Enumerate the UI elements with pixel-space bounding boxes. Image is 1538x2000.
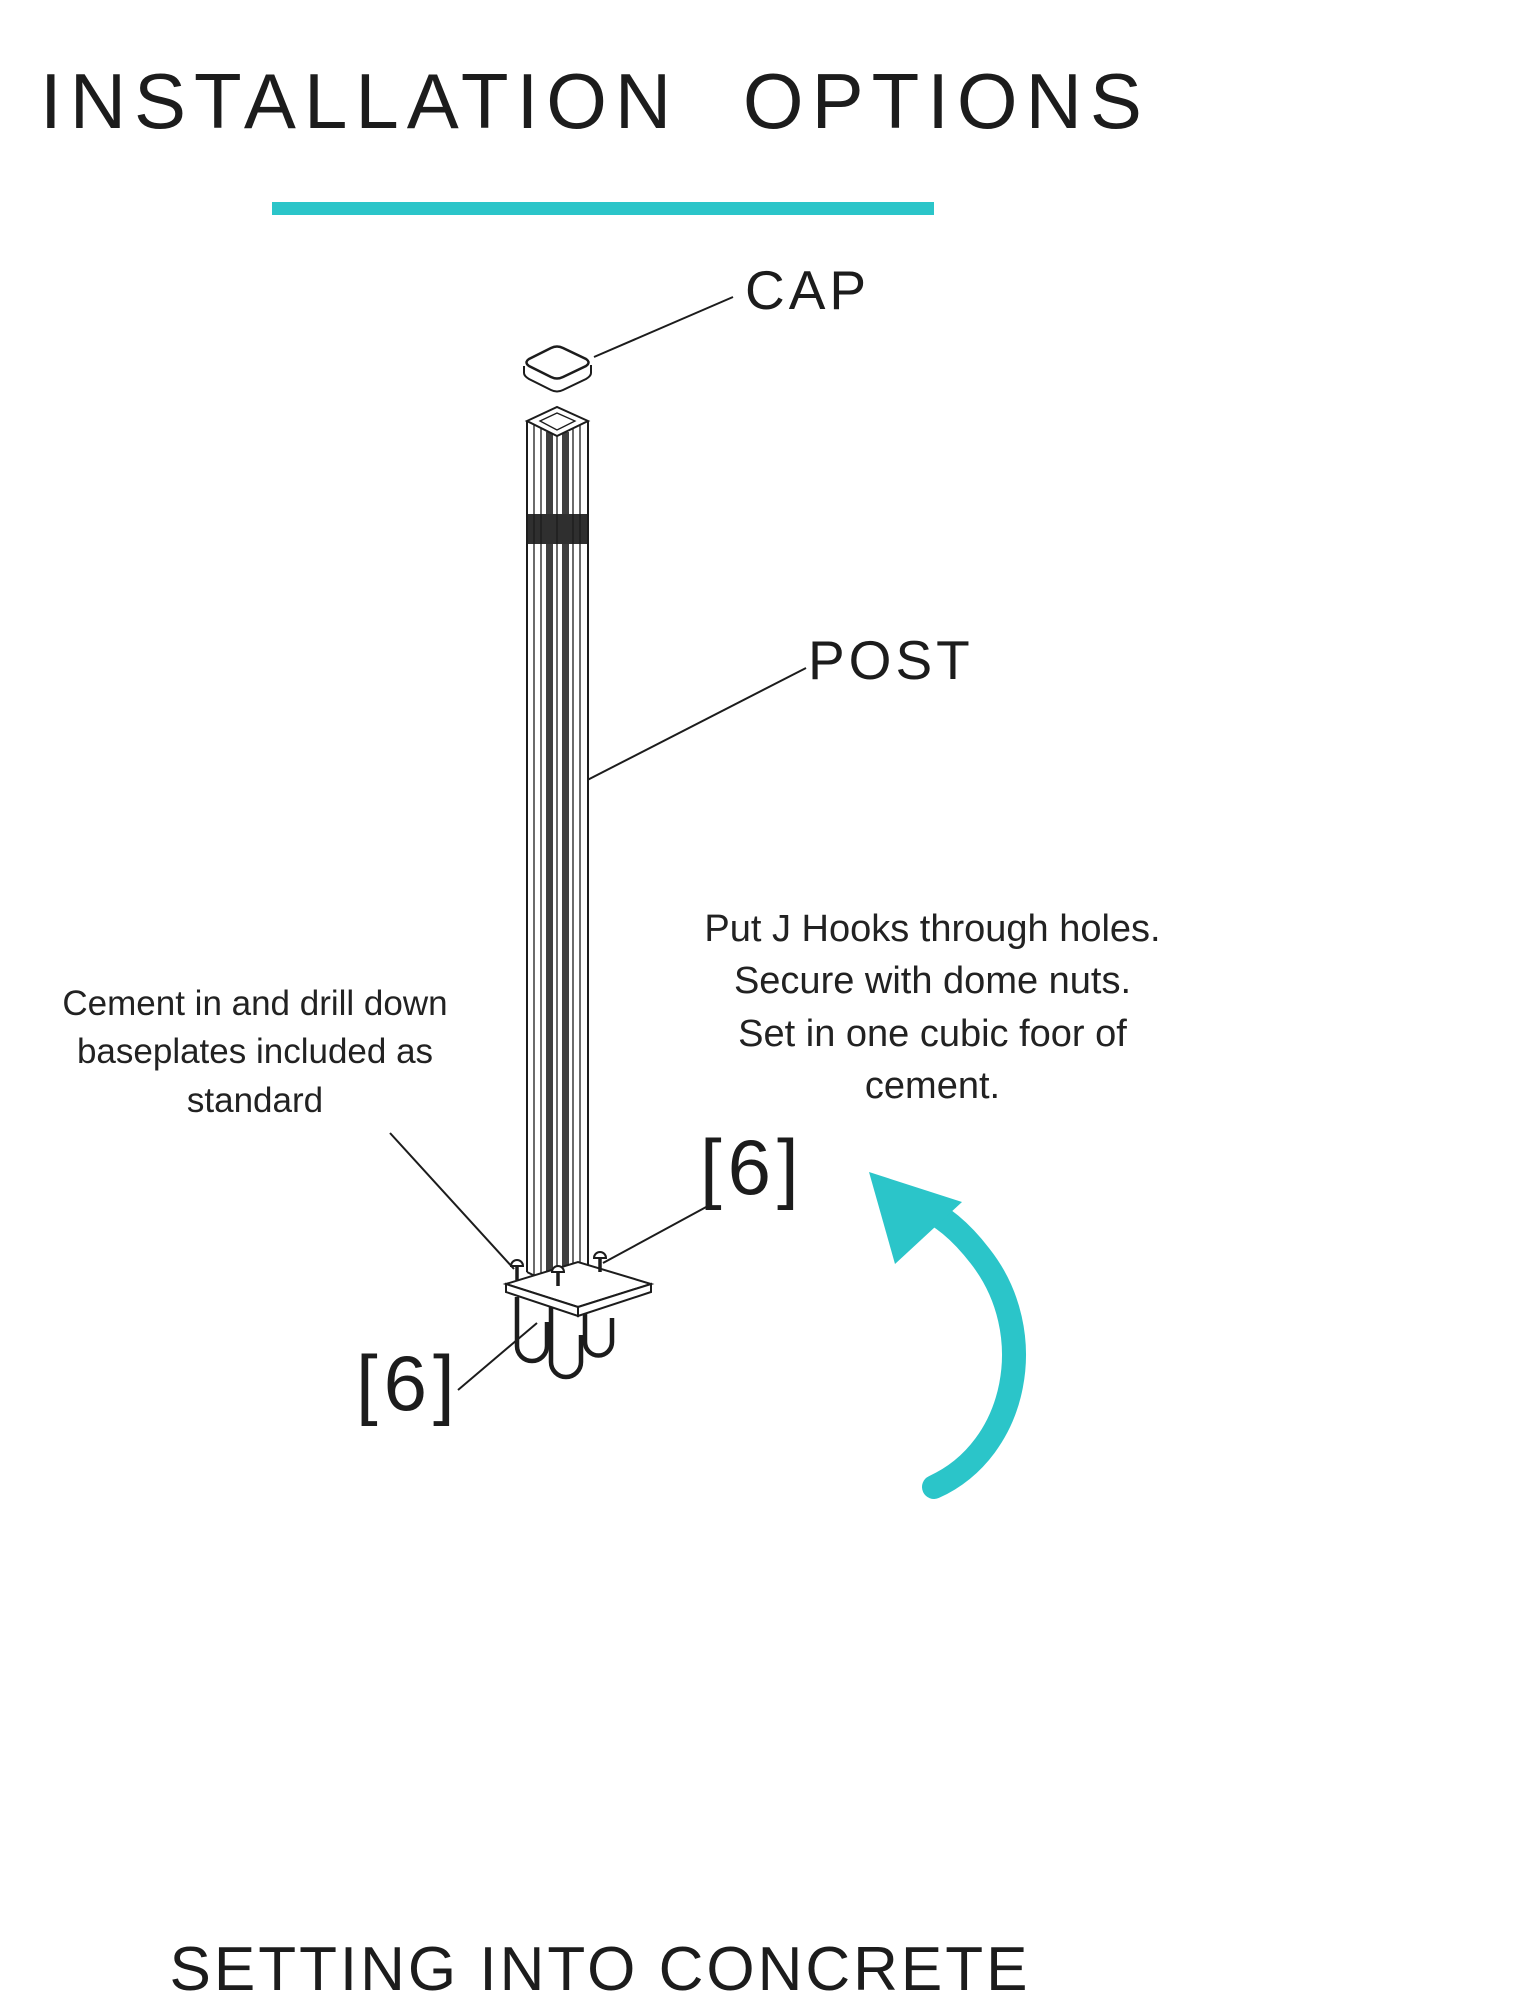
post-drawing [524,405,591,1289]
bolt-left-dome [509,1259,525,1267]
note-right-line-1: Put J Hooks through holes. [704,908,1161,950]
cap-leader-line [593,296,734,358]
post-bottom-edge [526,1265,589,1289]
baseplate-top [502,1260,655,1309]
post-dark-band [528,514,587,544]
title-underline [272,202,934,215]
post-slot-left [546,432,553,1282]
post-top-face [524,405,591,438]
qty-left-leader-line [457,1322,538,1391]
post-top-detail [538,412,577,431]
note-left-line-3: standard [186,1080,324,1120]
j-hook-left [514,1297,550,1364]
arrow-tail [906,1192,1026,1499]
note-left-leader-line [389,1132,515,1270]
note-right-line-3: Set in one cubic foor of [738,1012,1127,1055]
j-hook-right [582,1297,615,1358]
baseplate-drawing [502,1260,655,1318]
post-label: POST [808,629,974,691]
qty-left-label: [6] [356,1339,461,1427]
arrow-up [869,1172,1026,1499]
baseplate-side-left [505,1282,579,1318]
j-hook-center [548,1305,584,1380]
leader-lines [389,296,807,1391]
j-hooks [514,1297,615,1380]
note-right-line-2: Secure with dome nuts. [733,960,1132,1003]
page-title: INSTALLATION OPTIONS [40,57,1150,145]
bolt-right-dome [592,1251,608,1259]
note-right: Put J Hooks through holes. Secure with d… [655,903,1210,1113]
post-leader-line [561,667,807,794]
qty-right-leader-line [602,1205,709,1264]
note-right-line-4: cement. [864,1065,1001,1108]
post-body [527,407,588,1287]
cap-label: CAP [745,259,871,321]
post-slot-right [562,432,569,1280]
bolt-center-dome [550,1265,566,1273]
cap-drawing [523,345,592,393]
note-left: Cement in and drill down baseplates incl… [15,980,495,1125]
anchor-bolts [509,1251,608,1286]
cap-side [523,365,592,393]
note-left-line-1: Cement in and drill down [62,984,448,1023]
cap-top [525,345,590,380]
baseplate-side-right [577,1282,652,1318]
qty-right-label: [6] [700,1123,805,1211]
arrow-head [869,1172,962,1264]
footer-title: SETTING INTO CONCRETE [169,1935,1031,2000]
note-left-line-2: baseplates included as [76,1032,434,1072]
